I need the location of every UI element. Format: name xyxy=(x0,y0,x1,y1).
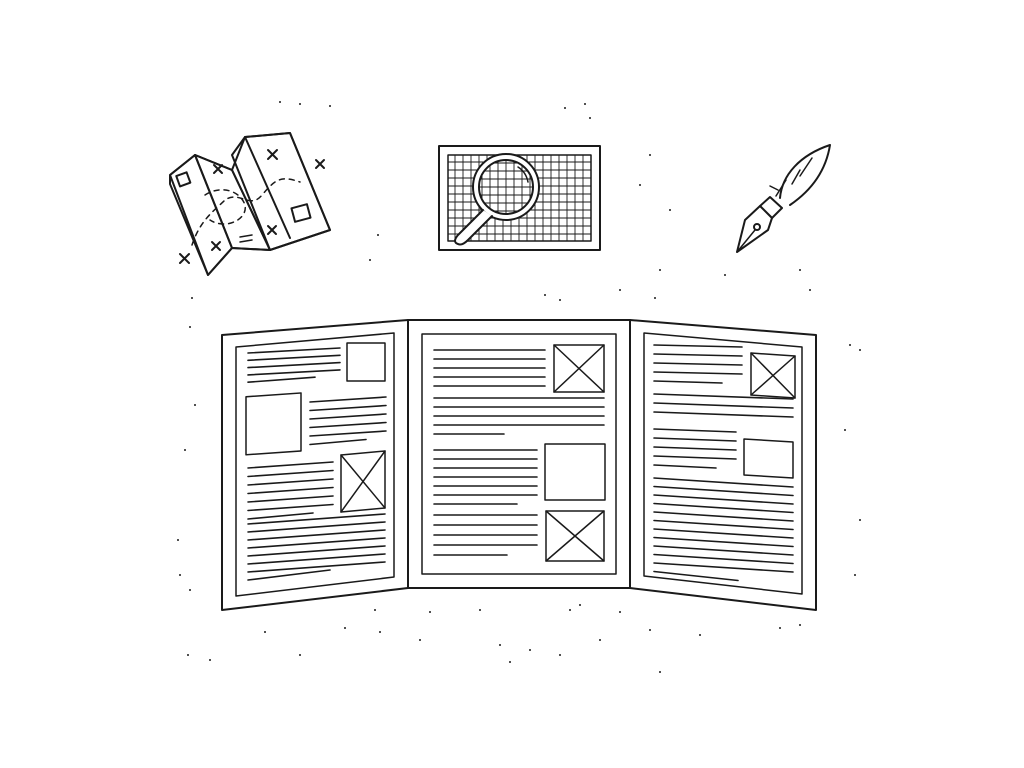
text-line xyxy=(653,380,723,384)
text-line xyxy=(247,529,386,541)
text-line xyxy=(653,411,794,418)
text-line xyxy=(247,478,334,486)
text-line xyxy=(653,562,794,573)
text-line xyxy=(247,537,386,549)
text-line xyxy=(653,371,743,375)
image-placeholder xyxy=(346,342,386,382)
text-line xyxy=(653,428,737,433)
text-line xyxy=(247,553,386,565)
text-line xyxy=(247,347,341,354)
image-placeholder-crossed xyxy=(545,510,605,562)
text-line xyxy=(247,469,334,478)
text-line xyxy=(653,464,717,469)
text-line xyxy=(247,461,334,469)
text-line xyxy=(653,545,794,556)
text-line xyxy=(247,376,316,384)
text-line xyxy=(653,446,737,451)
brochure-center-panel xyxy=(407,319,631,589)
text-line xyxy=(653,502,794,514)
text-line xyxy=(247,486,334,495)
text-line xyxy=(247,545,386,557)
text-line xyxy=(653,393,794,400)
text-line xyxy=(653,485,794,497)
background-speckles xyxy=(177,101,861,673)
brochure-right-panel xyxy=(629,319,817,611)
text-line xyxy=(309,404,387,412)
image-placeholder-crossed xyxy=(340,450,386,513)
quill-pen-icon xyxy=(736,144,831,253)
text-line xyxy=(247,354,341,362)
text-line xyxy=(653,528,794,539)
text-line xyxy=(653,353,743,357)
text-line xyxy=(247,495,334,503)
text-line xyxy=(309,438,367,446)
image-placeholder xyxy=(743,438,794,479)
text-line xyxy=(653,511,794,522)
text-line xyxy=(653,477,794,488)
text-line xyxy=(653,536,794,548)
text-line xyxy=(653,344,743,348)
text-line xyxy=(653,402,794,409)
text-line xyxy=(247,521,386,533)
image-placeholder xyxy=(245,392,302,456)
text-line xyxy=(247,361,341,369)
text-line xyxy=(653,455,737,460)
text-line xyxy=(309,413,387,420)
text-line xyxy=(247,503,334,512)
text-line xyxy=(653,553,794,565)
folded-map-icon xyxy=(169,132,331,276)
text-line xyxy=(247,569,331,581)
image-placeholder-crossed xyxy=(750,352,796,399)
image-placeholder-crossed xyxy=(553,344,605,393)
image-placeholder xyxy=(544,443,606,501)
text-line xyxy=(247,369,341,376)
text-line xyxy=(653,494,794,505)
text-line xyxy=(653,570,739,582)
text-line xyxy=(653,437,737,442)
text-line xyxy=(309,396,387,403)
text-line xyxy=(247,513,386,525)
text-line xyxy=(309,430,387,437)
text-line xyxy=(247,561,386,573)
grid-magnifier-icon xyxy=(438,145,601,251)
brochure-left-panel xyxy=(221,319,409,611)
tri-fold-brochure xyxy=(221,319,817,611)
text-line xyxy=(247,512,314,520)
text-line xyxy=(653,519,794,531)
text-line xyxy=(309,421,387,429)
text-line xyxy=(653,362,743,366)
